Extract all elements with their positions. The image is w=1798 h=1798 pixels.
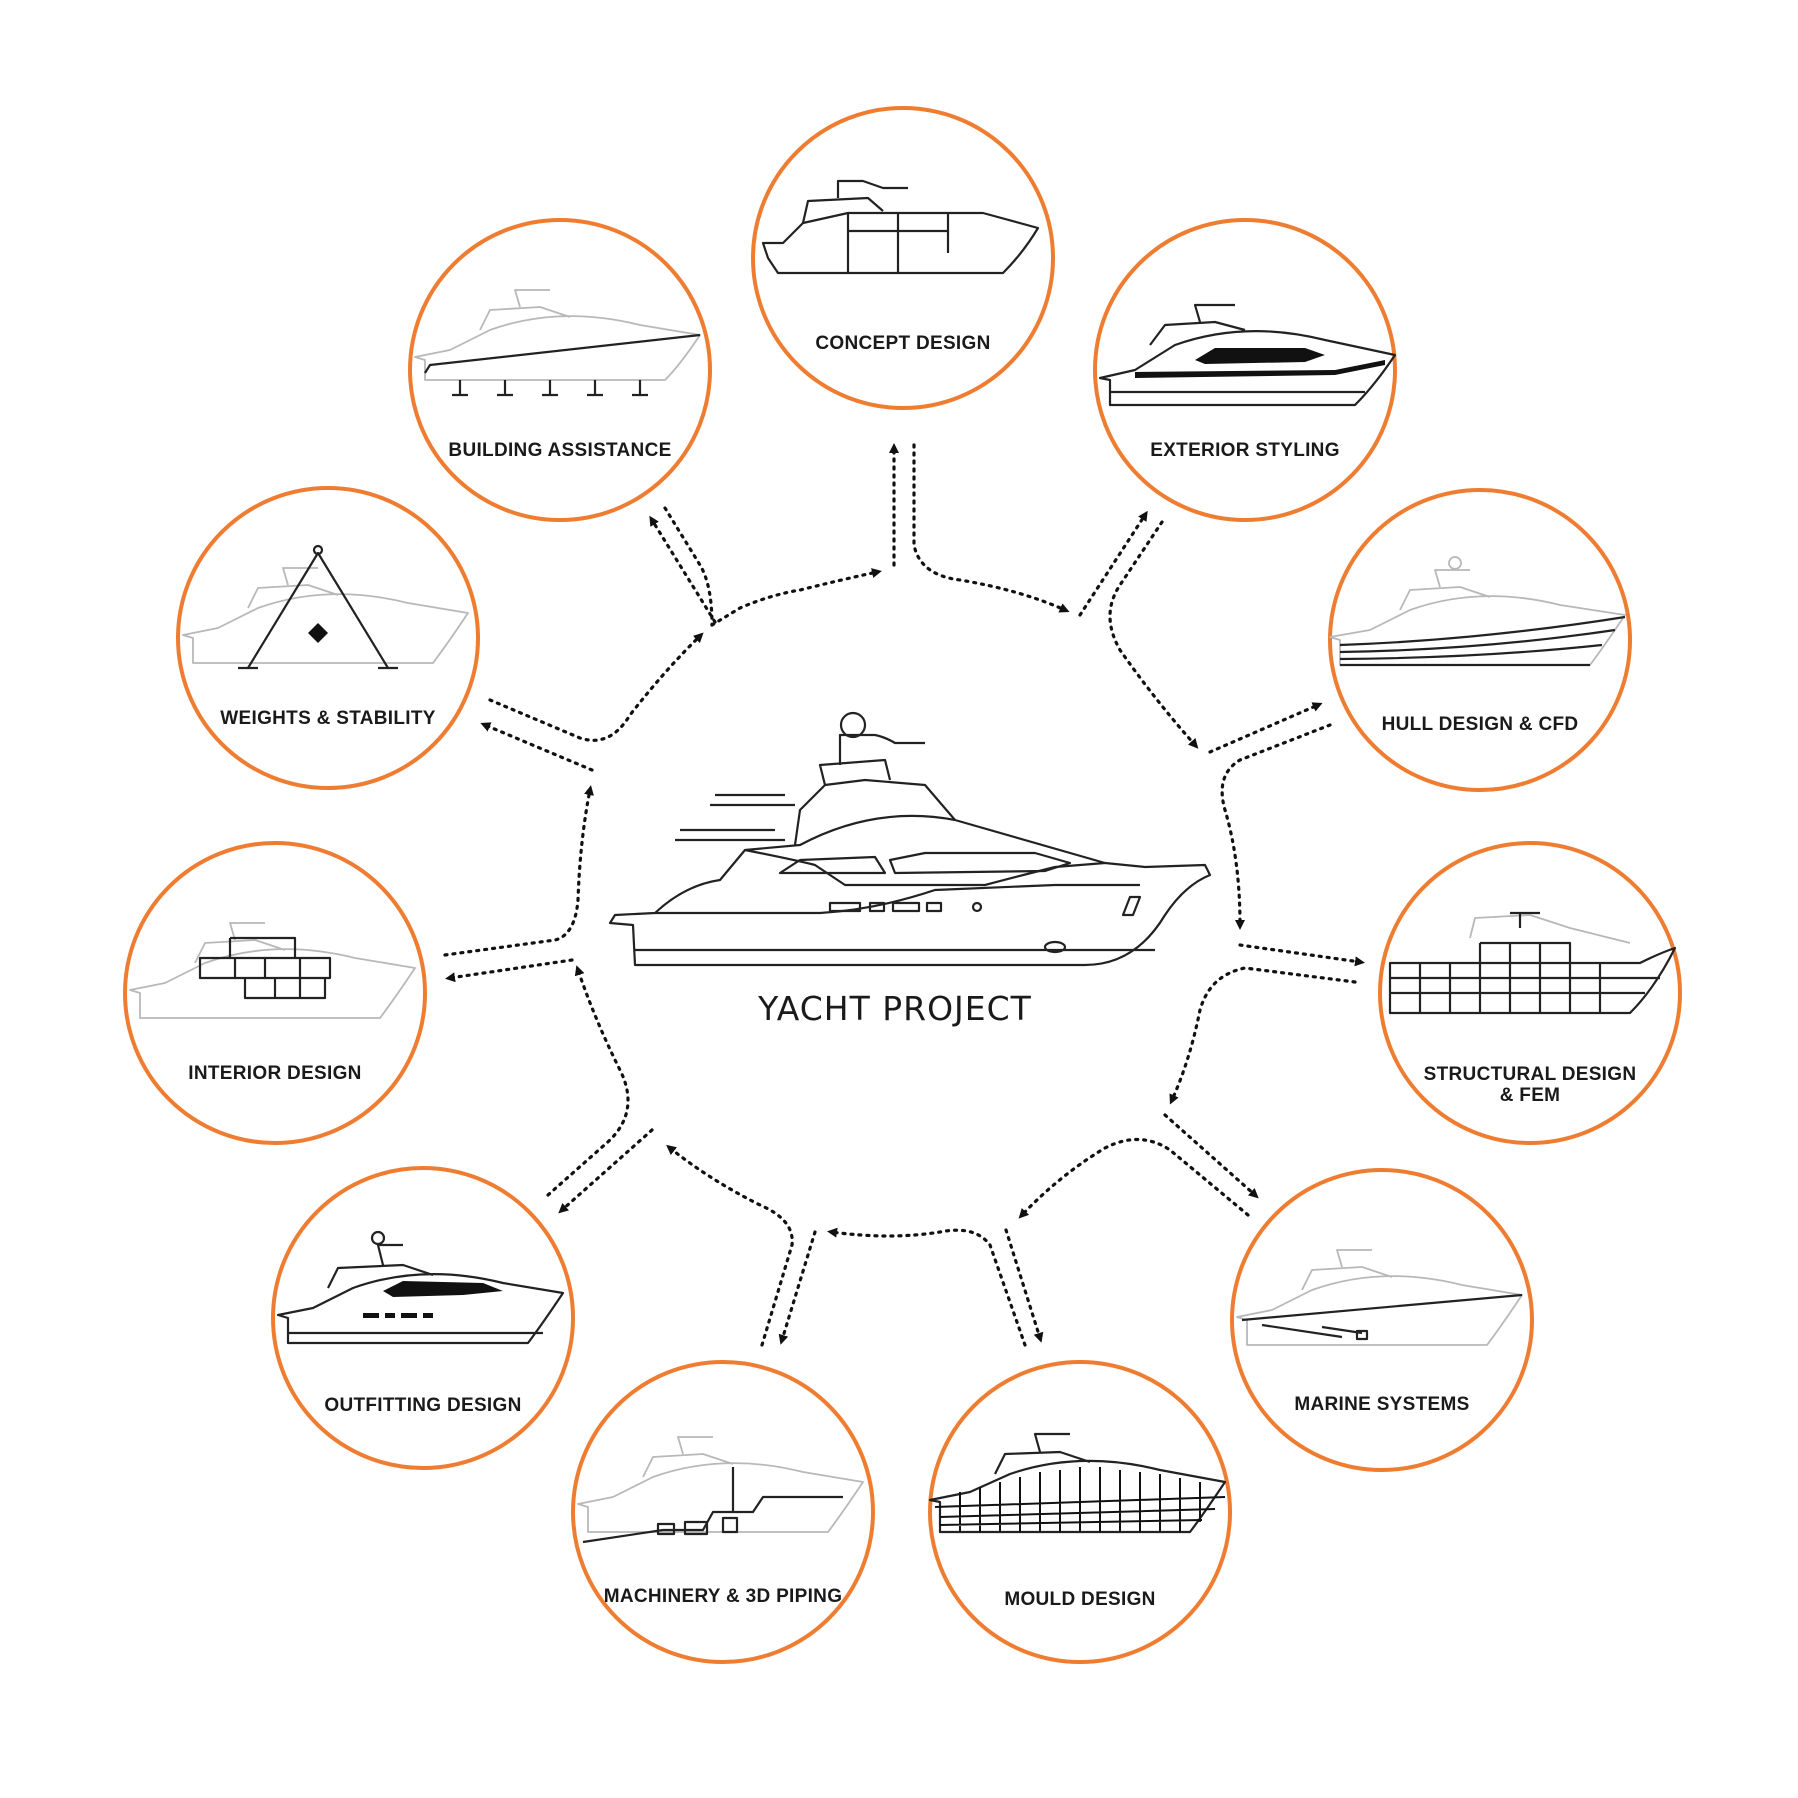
node-label: WEIGHTS & STABILITY [220, 708, 435, 729]
node-exterior-styling[interactable]: EXTERIOR STYLING [1093, 218, 1397, 522]
node-label: STRUCTURAL DESIGN [1424, 1064, 1637, 1085]
center-title: YACHT PROJECT [757, 989, 1032, 1028]
node-label: OUTFITTING DESIGN [324, 1395, 521, 1416]
flow-arrow [827, 1227, 1027, 1347]
yacht-systems-icon [1236, 1249, 1523, 1346]
flow-arrow [1169, 966, 1357, 1105]
node-interior-design[interactable]: INTERIOR DESIGN [123, 841, 427, 1145]
node-label: INTERIOR DESIGN [188, 1063, 361, 1084]
node-building-assistance[interactable]: BUILDING ASSISTANCE [408, 218, 712, 522]
flow-arrow [666, 1144, 794, 1347]
node-hull-design-cfd[interactable]: HULL DESIGN & CFD [1328, 488, 1632, 792]
yacht-icon [608, 711, 1212, 967]
node-marine-systems[interactable]: MARINE SYSTEMS [1230, 1168, 1534, 1472]
center-yacht: YACHT PROJECT [608, 711, 1212, 1028]
node-outfitting-design[interactable]: OUTFITTING DESIGN [271, 1166, 575, 1470]
flow-arrow [663, 506, 714, 627]
node-label: HULL DESIGN & CFD [1382, 714, 1579, 735]
yacht-outfitting-icon [276, 1230, 565, 1345]
flow-arrow [1078, 510, 1148, 617]
yacht-mould-mesh-icon [928, 1432, 1227, 1534]
node-machinery-3d-piping[interactable]: MACHINERY & 3D PIPING [571, 1360, 875, 1664]
flow-arrow [1238, 943, 1365, 967]
flow-arrow [1208, 702, 1323, 754]
node-label: CONCEPT DESIGN [815, 333, 990, 354]
node-concept-design[interactable]: CONCEPT DESIGN [751, 106, 1055, 410]
flow-arrow [778, 1230, 817, 1345]
node-label: MARINE SYSTEMS [1294, 1394, 1469, 1415]
yacht-piping-icon [577, 1436, 864, 1544]
flow-arrow [445, 958, 574, 983]
flow-arrow [546, 965, 630, 1197]
yacht-on-supports-icon [414, 289, 701, 397]
node-label: MACHINERY & 3D PIPING [604, 1586, 843, 1607]
yacht-outline-icon [761, 179, 1040, 275]
yacht-styled-icon [1098, 303, 1397, 407]
flow-arrow [480, 722, 594, 772]
yacht-hull-lines-icon [1329, 556, 1626, 667]
flow-arrow [1018, 1137, 1250, 1219]
flow-arrow [912, 443, 1070, 613]
yacht-lifting-icon [182, 544, 469, 670]
node-mould-design[interactable]: MOULD DESIGN [928, 1360, 1232, 1664]
yacht-structure-grid-icon [1388, 911, 1677, 1015]
flow-arrow [488, 632, 704, 742]
flow-arrow [1004, 1228, 1044, 1343]
yacht-interior-icon [129, 922, 416, 1019]
flow-arrow [1220, 723, 1332, 930]
flow-arrows [443, 443, 1365, 1347]
node-label: BUILDING ASSISTANCE [448, 440, 671, 461]
flow-arrow [443, 785, 594, 957]
flow-arrow [1108, 520, 1199, 749]
flow-arrow [710, 568, 882, 627]
node-label: EXTERIOR STYLING [1150, 440, 1340, 461]
node-label-line2: & FEM [1500, 1085, 1561, 1106]
node-label: MOULD DESIGN [1004, 1589, 1155, 1610]
node-weights-stability[interactable]: WEIGHTS & STABILITY [176, 486, 480, 790]
node-structural-design-fem[interactable]: STRUCTURAL DESIGN & FEM [1378, 841, 1682, 1145]
